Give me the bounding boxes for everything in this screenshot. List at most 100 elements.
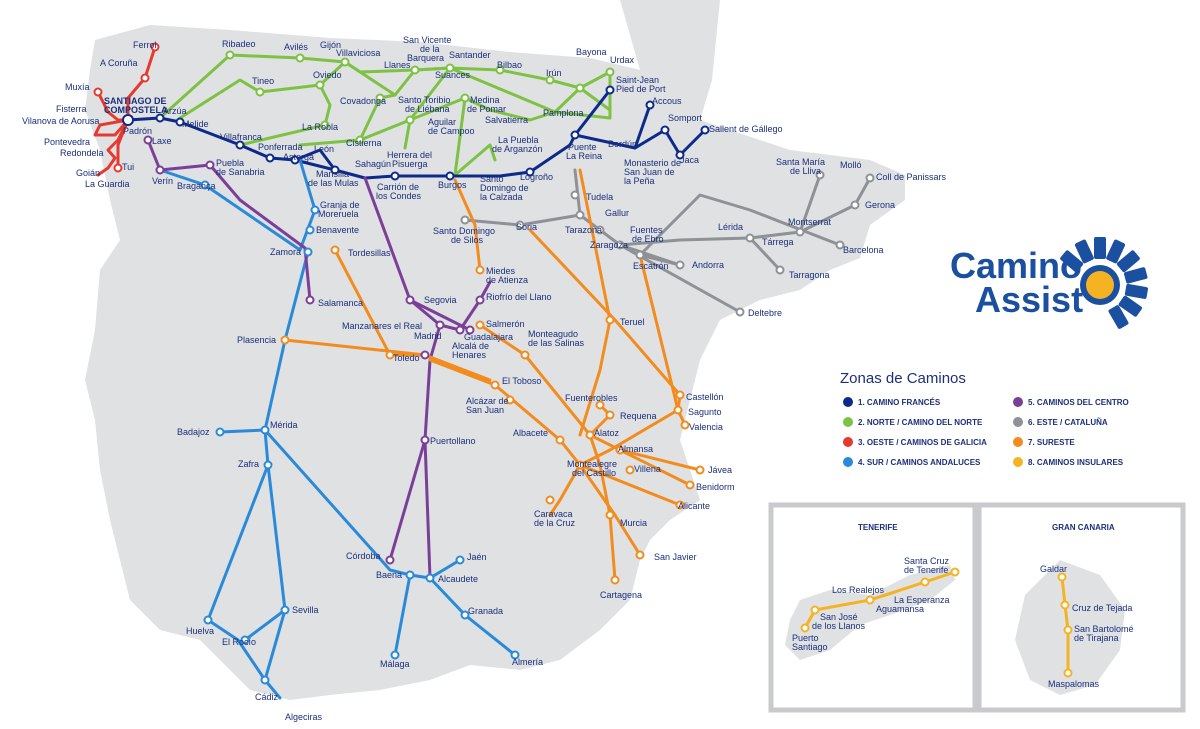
stop[interactable]	[330, 165, 340, 175]
stop[interactable]	[260, 675, 270, 685]
stop[interactable]	[235, 140, 245, 150]
stop[interactable]	[320, 120, 330, 130]
stop[interactable]	[420, 350, 430, 360]
stop[interactable]	[810, 605, 820, 615]
stop[interactable]	[1060, 600, 1070, 610]
stop[interactable]	[920, 577, 930, 587]
stop[interactable]	[595, 400, 605, 410]
stop[interactable]	[950, 567, 960, 577]
stop[interactable]	[203, 615, 213, 625]
stop[interactable]	[155, 113, 165, 123]
stop[interactable]	[200, 180, 210, 190]
stop[interactable]	[680, 420, 690, 430]
stop[interactable]	[435, 320, 445, 330]
stop[interactable]	[460, 610, 470, 620]
stop[interactable]	[735, 307, 745, 317]
stop[interactable]	[475, 265, 485, 275]
stop[interactable]	[675, 260, 685, 270]
stop[interactable]	[660, 125, 670, 135]
stop[interactable]	[510, 650, 520, 660]
stop[interactable]	[310, 205, 320, 215]
stop[interactable]	[455, 555, 465, 565]
stop[interactable]	[605, 315, 615, 325]
stop[interactable]	[303, 247, 313, 257]
stop[interactable]	[605, 85, 615, 95]
stop[interactable]	[305, 295, 315, 305]
stop[interactable]	[305, 225, 315, 235]
stop[interactable]	[390, 171, 400, 181]
stop[interactable]	[355, 135, 365, 145]
stop[interactable]	[143, 135, 153, 145]
stop[interactable]	[215, 427, 225, 437]
stop[interactable]	[835, 240, 845, 250]
stop[interactable]	[700, 125, 710, 135]
stop[interactable]	[140, 73, 150, 83]
stop[interactable]	[575, 210, 585, 220]
stop[interactable]	[675, 390, 685, 400]
stop[interactable]	[615, 445, 625, 455]
stop[interactable]	[1063, 668, 1073, 678]
stop[interactable]	[330, 245, 340, 255]
stop[interactable]	[260, 425, 270, 435]
stop[interactable]	[280, 605, 290, 615]
stop[interactable]	[865, 173, 875, 183]
stop[interactable]	[1063, 625, 1073, 635]
stop[interactable]	[605, 510, 615, 520]
stop[interactable]	[645, 100, 655, 110]
stop[interactable]	[545, 495, 555, 505]
stop[interactable]	[445, 63, 455, 73]
stop[interactable]	[625, 465, 635, 475]
stop[interactable]	[465, 325, 475, 335]
stop[interactable]	[410, 65, 420, 75]
stop[interactable]	[225, 50, 235, 60]
stop[interactable]	[405, 115, 415, 125]
stop[interactable]	[122, 114, 134, 126]
stop[interactable]	[295, 53, 305, 63]
stop[interactable]	[113, 163, 123, 173]
stop[interactable]	[495, 65, 505, 75]
stop[interactable]	[263, 460, 273, 470]
stop[interactable]	[175, 117, 185, 127]
stop[interactable]	[865, 595, 875, 605]
stop[interactable]	[475, 320, 485, 330]
stop[interactable]	[615, 240, 625, 250]
stop[interactable]	[1057, 572, 1067, 582]
stop[interactable]	[475, 295, 485, 305]
stop[interactable]	[405, 570, 415, 580]
stop[interactable]	[460, 215, 470, 225]
stop[interactable]	[635, 550, 645, 560]
stop[interactable]	[585, 430, 595, 440]
stop[interactable]	[555, 435, 565, 445]
stop[interactable]	[390, 650, 400, 660]
stop[interactable]	[685, 480, 695, 490]
stop[interactable]	[490, 380, 500, 390]
stop[interactable]	[375, 93, 385, 103]
stop[interactable]	[290, 155, 300, 165]
stop[interactable]	[93, 87, 103, 97]
stop[interactable]	[340, 57, 350, 67]
stop[interactable]	[155, 165, 165, 175]
stop[interactable]	[520, 350, 530, 360]
stop[interactable]	[605, 67, 615, 77]
stop[interactable]	[635, 250, 645, 260]
stop[interactable]	[775, 265, 785, 275]
stop[interactable]	[695, 465, 705, 475]
stop[interactable]	[425, 573, 435, 583]
stop[interactable]	[545, 75, 555, 85]
stop[interactable]	[460, 93, 470, 103]
stop[interactable]	[570, 190, 580, 200]
stop[interactable]	[605, 410, 615, 420]
stop[interactable]	[610, 575, 620, 585]
stop[interactable]	[385, 350, 395, 360]
stop[interactable]	[515, 220, 525, 230]
stop[interactable]	[525, 167, 535, 177]
stop[interactable]	[675, 150, 685, 160]
stop[interactable]	[675, 500, 685, 510]
stop[interactable]	[445, 171, 455, 181]
stop[interactable]	[150, 42, 160, 52]
stop[interactable]	[205, 160, 215, 170]
stop[interactable]	[850, 200, 860, 210]
stop[interactable]	[575, 460, 585, 470]
stop[interactable]	[280, 335, 290, 345]
stop[interactable]	[673, 405, 683, 415]
